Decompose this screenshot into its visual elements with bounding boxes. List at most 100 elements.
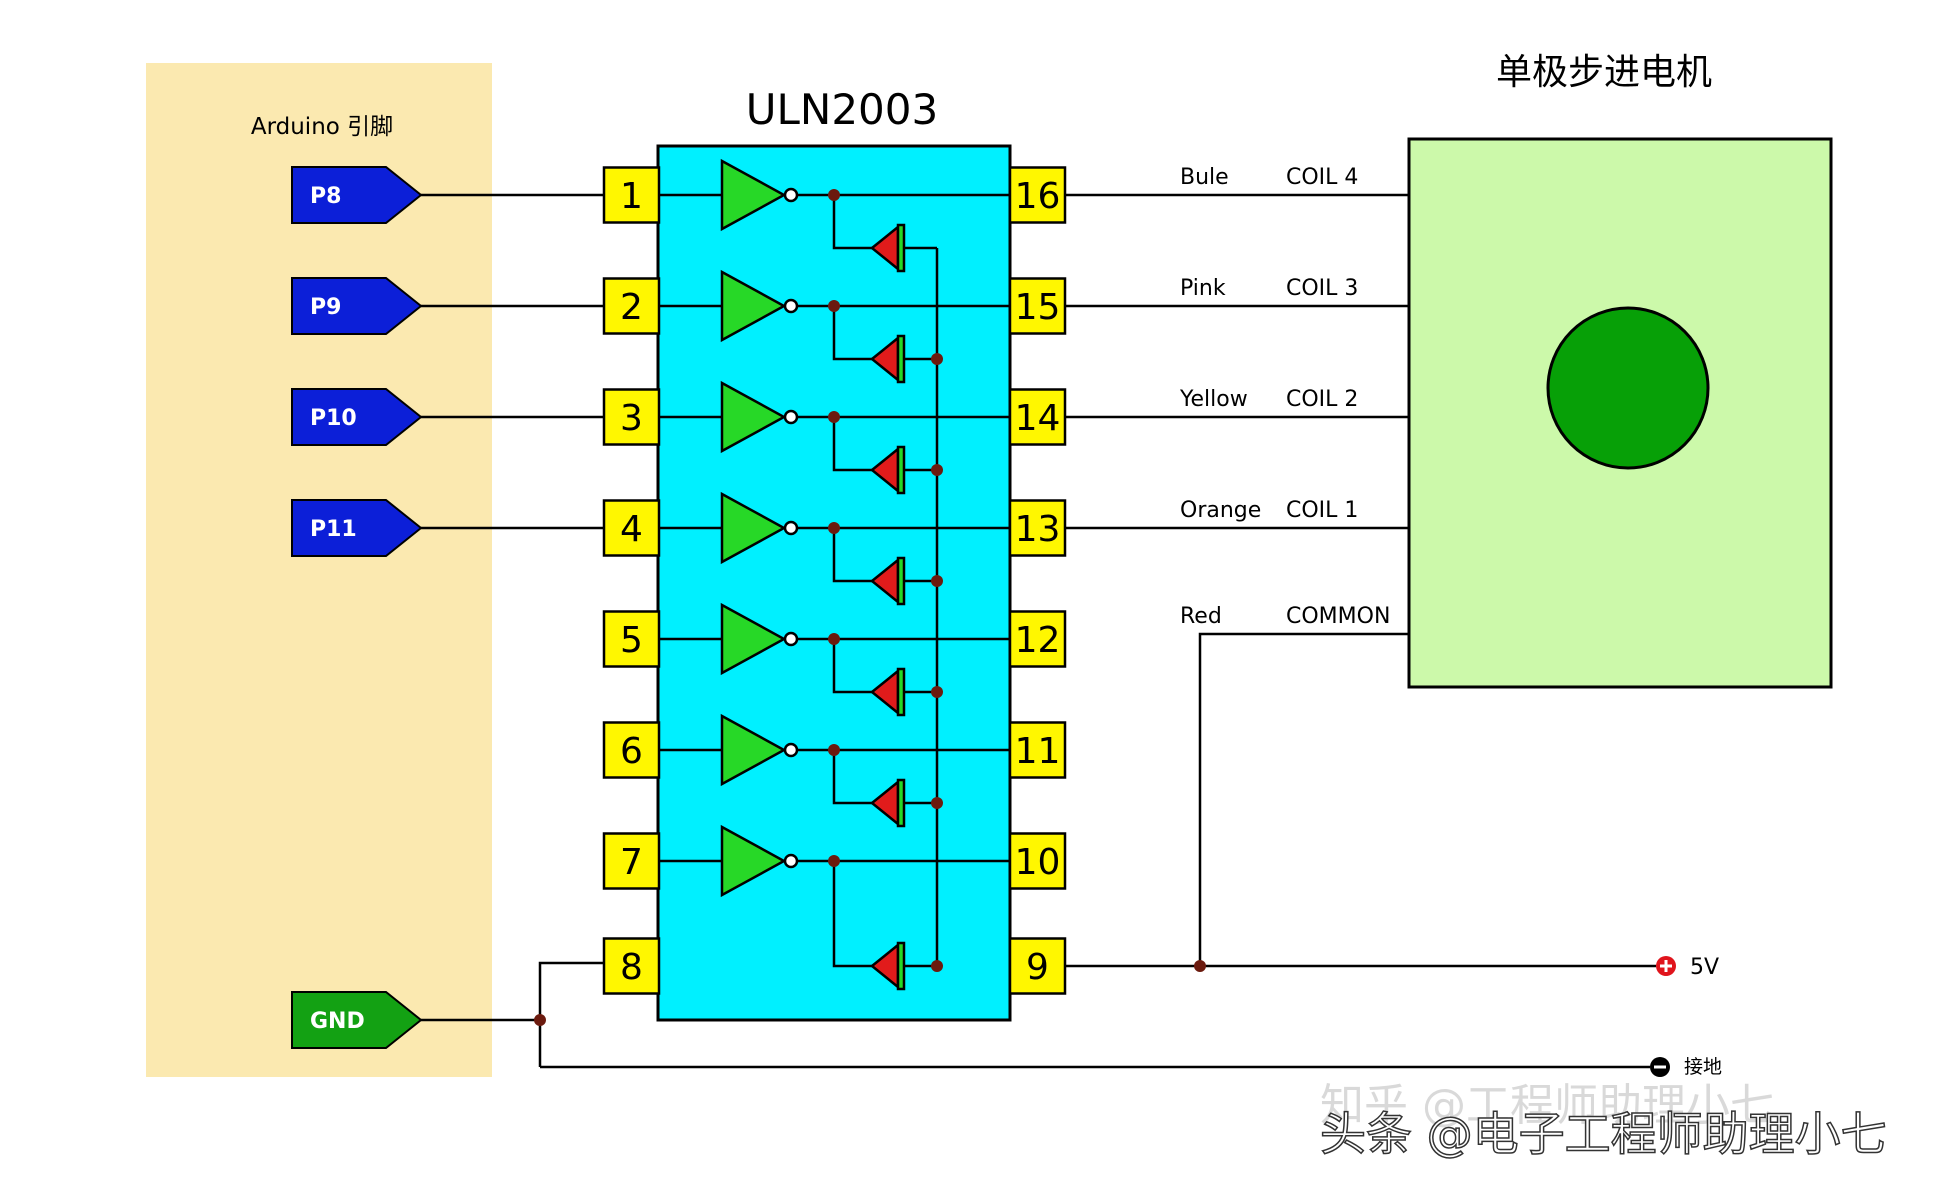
motor-rotor: [1546, 306, 1710, 470]
port-label: P10: [310, 406, 357, 431]
darlington-buffer: [720, 158, 787, 232]
diode-branch: [832, 750, 872, 805]
chip-pin-left: 4: [602, 499, 661, 557]
port-label: P11: [310, 517, 357, 542]
junction-dot: [931, 797, 943, 809]
wire-color-label: Bule: [1180, 165, 1229, 190]
pin-number: 10: [1015, 842, 1061, 883]
junction-dot: [828, 522, 840, 534]
inverter-bubble: [783, 742, 799, 758]
junction-dot: [534, 1014, 546, 1026]
port-label: GND: [310, 1009, 365, 1034]
coil-label: COIL 1: [1286, 498, 1358, 523]
diode-branch: [832, 528, 872, 583]
pin-number: 11: [1015, 731, 1061, 772]
darlington-buffer: [720, 491, 787, 565]
coil-label: COIL 4: [1286, 165, 1358, 190]
pin-number: 12: [1015, 620, 1061, 661]
chip-pin-right: 9: [1008, 937, 1067, 995]
plus-icon-mark: [1660, 960, 1672, 972]
junction-dot: [828, 633, 840, 645]
pin-number: 3: [620, 398, 643, 439]
pin8-gnd-wire: [538, 961, 604, 1067]
ground-terminal: 接地: [1650, 1056, 1722, 1078]
chip-pin-right: 15: [1008, 277, 1067, 335]
diode-branch: [832, 195, 872, 250]
pin-number: 4: [620, 509, 643, 550]
diode-cathode-bar: [896, 334, 906, 384]
junction-dot: [828, 744, 840, 756]
chip-pin-left: 5: [602, 610, 661, 668]
coil-label: COIL 2: [1286, 387, 1358, 412]
ground-label: 接地: [1684, 1056, 1722, 1078]
pin-number: 13: [1015, 509, 1061, 550]
chip-title: ULN2003: [746, 85, 938, 134]
arduino-port-p8: P8: [291, 166, 423, 224]
watermark-line-2: 头条 @电子工程师助理小七: [1320, 1107, 1887, 1161]
junction-dot: [931, 464, 943, 476]
chip-internals: [659, 158, 1010, 991]
darlington-buffer: [720, 713, 787, 787]
motor-title: 单极步进电机: [1496, 52, 1712, 93]
diode-cathode-bar: [896, 445, 906, 495]
diode-cathode-bar: [896, 941, 906, 991]
junction-dot: [931, 575, 943, 587]
chip-pin-right: 10: [1008, 832, 1067, 890]
junction-dot: [931, 960, 943, 972]
pin-number: 6: [620, 731, 643, 772]
chip-pin-left: 1: [602, 166, 661, 224]
junction-dot: [931, 686, 943, 698]
diode-cathode-bar: [896, 667, 906, 717]
chip-pin-right: 16: [1008, 166, 1067, 224]
chip-pin-right: 12: [1008, 610, 1067, 668]
arduino-port-gnd: GND: [291, 991, 423, 1049]
chip-pin-left: 6: [602, 721, 661, 779]
darlington-buffer: [720, 269, 787, 343]
pin-number: 5: [620, 620, 643, 661]
diode-branch: [832, 306, 872, 361]
darlington-buffer: [720, 602, 787, 676]
pin-number: 16: [1015, 176, 1061, 217]
vcc-terminal: 5V: [1656, 955, 1719, 980]
watermark-line-1: 知乎 @工程师助理小七: [1320, 1080, 1774, 1131]
junction-dot: [828, 189, 840, 201]
arduino-panel: [146, 63, 492, 1077]
coil-label: COMMON: [1286, 604, 1390, 629]
chip-pin-right: 14: [1008, 388, 1067, 446]
pin-number: 8: [620, 947, 643, 988]
pin-number: 14: [1015, 398, 1061, 439]
wire-color-label: Pink: [1180, 276, 1226, 301]
inverter-bubble: [783, 409, 799, 425]
pin-number: 2: [620, 287, 643, 328]
junction-dot: [828, 411, 840, 423]
vcc-label: 5V: [1690, 955, 1719, 980]
junction-dot: [828, 855, 840, 867]
arduino-port-p10: P10: [291, 388, 423, 446]
junction-dot: [1194, 960, 1206, 972]
inverter-bubble: [783, 298, 799, 314]
darlington-buffer: [720, 824, 787, 898]
wire-color-label: Yellow: [1179, 387, 1248, 412]
wire-color-label: Orange: [1180, 498, 1261, 523]
pin-number: 1: [620, 176, 643, 217]
diode-branch: [832, 861, 872, 968]
diode-branch: [832, 417, 872, 472]
pin-number: 9: [1026, 947, 1049, 988]
arduino-port-p11: P11: [291, 499, 423, 557]
arduino-port-p9: P9: [291, 277, 423, 335]
chip-pin-right: 11: [1008, 721, 1067, 779]
diode-cathode-bar: [896, 778, 906, 828]
inverter-bubble: [783, 187, 799, 203]
arduino-panel-title: Arduino 引脚: [251, 114, 393, 140]
port-label: P9: [310, 295, 341, 320]
inverter-bubble: [783, 520, 799, 536]
inverter-bubble: [783, 631, 799, 647]
junction-dot: [828, 300, 840, 312]
darlington-buffer: [720, 380, 787, 454]
chip-pin-right: 13: [1008, 499, 1067, 557]
wire-color-label: Red: [1180, 604, 1222, 629]
